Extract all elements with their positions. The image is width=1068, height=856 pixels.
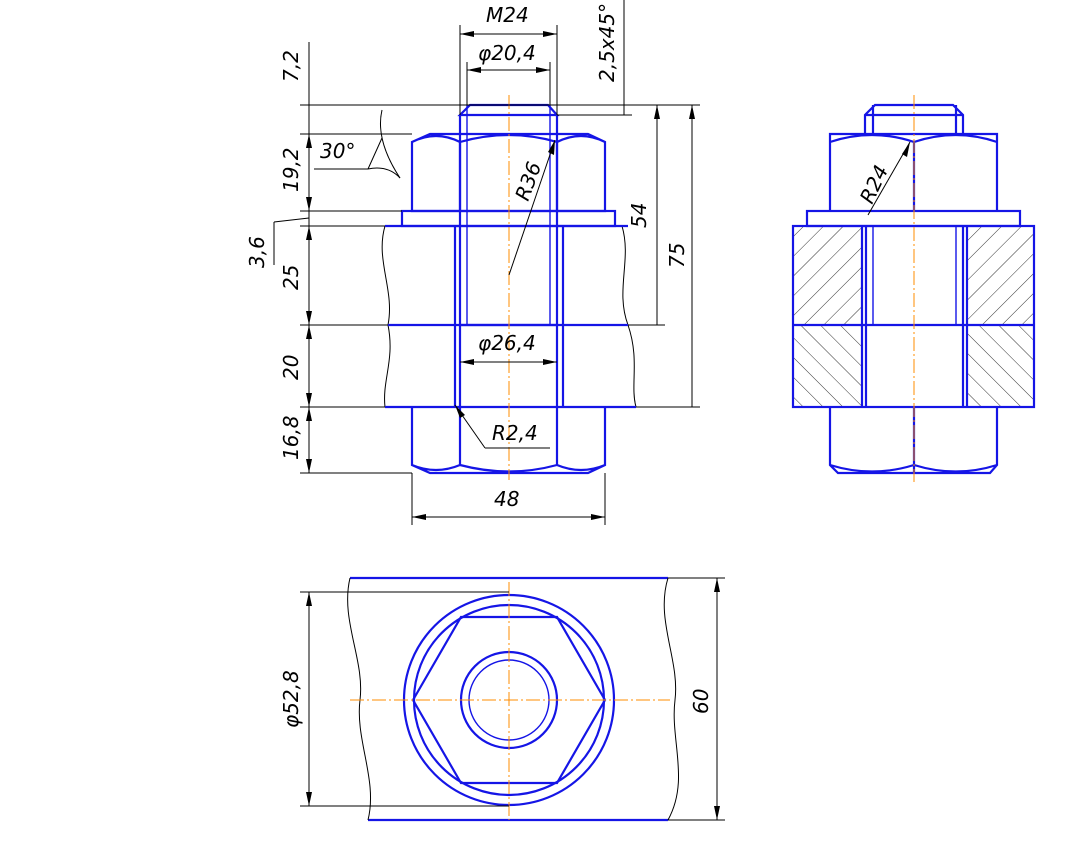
front-view: M24 φ20,4 2,5x45° 7,2 19,2 30° R36 54 75…	[245, 0, 700, 525]
plate-1-section-right	[562, 225, 629, 326]
dim-thread: M24	[486, 3, 529, 27]
dim-thread-inner: φ20,4	[478, 41, 536, 65]
dim-nut-radius: R36	[510, 159, 546, 204]
dim-54: 54	[627, 203, 651, 228]
dim-plate1: 25	[279, 265, 303, 290]
plate-2-section-left	[384, 324, 456, 408]
dim-chamfer: 2,5x45°	[595, 3, 619, 82]
top-view: φ52,8 60	[279, 576, 725, 822]
dim-fillet: R2,4	[492, 421, 538, 445]
plate-2-section-right	[562, 324, 637, 408]
dim-head-height: 16,8	[279, 415, 303, 460]
dim-angle: 30°	[320, 139, 355, 163]
dim-75: 75	[665, 243, 689, 268]
dim-washer-dia: φ52,8	[279, 670, 303, 728]
dim-plate-width: 60	[689, 689, 713, 714]
dim-washer: 3,6	[245, 236, 269, 268]
side-view: R24	[791, 95, 1036, 482]
dim-side-radius: R24	[855, 161, 893, 207]
dim-nut-height: 19,2	[279, 147, 303, 192]
dim-plate2: 20	[279, 355, 303, 380]
dim-head-width: 48	[494, 487, 519, 511]
plate-1-section-left	[381, 225, 456, 326]
dim-hole-dia: φ26,4	[478, 331, 536, 355]
dim-bolt-end: 7,2	[279, 50, 303, 82]
